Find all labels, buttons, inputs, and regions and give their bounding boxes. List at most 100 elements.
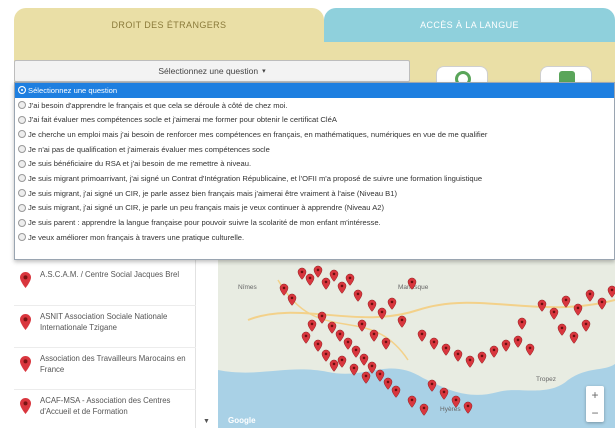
map-pin-icon[interactable] xyxy=(343,337,353,350)
map-pin-icon[interactable] xyxy=(297,267,307,280)
question-option[interactable]: Je suis bénéficiaire du RSA et j'ai beso… xyxy=(15,156,614,171)
map-pin-icon[interactable] xyxy=(345,273,355,286)
map-pin-icon[interactable] xyxy=(317,311,327,324)
question-option-label: Sélectionnez une question xyxy=(28,85,118,95)
map-pin-icon[interactable] xyxy=(463,401,473,414)
map-pin-icon[interactable] xyxy=(427,379,437,392)
organization-name: Association des Travailleurs Marocains e… xyxy=(40,354,186,374)
map-pin-icon[interactable] xyxy=(357,319,367,332)
map-pin-icon[interactable] xyxy=(569,331,579,344)
zoom-out-button[interactable]: − xyxy=(591,406,599,420)
map-pin-icon[interactable] xyxy=(397,315,407,328)
radio-icon xyxy=(18,189,26,198)
map-markers xyxy=(279,265,615,416)
map-pin-icon[interactable] xyxy=(359,353,369,366)
question-option[interactable]: Je n'ai pas de qualification et j'aimera… xyxy=(15,142,614,157)
map-pin-icon[interactable] xyxy=(381,337,391,350)
map-pin-icon[interactable] xyxy=(351,345,361,358)
map-pin-icon xyxy=(20,398,31,414)
map-pin-icon[interactable] xyxy=(517,317,527,330)
radio-icon xyxy=(18,130,26,139)
map-pin-icon[interactable] xyxy=(321,349,331,362)
map-pin-icon[interactable] xyxy=(307,319,317,332)
map-pin-icon[interactable] xyxy=(391,385,401,398)
question-option[interactable]: Je veux améliorer mon français à travers… xyxy=(15,230,614,245)
organization-name: A.S.C.A.M. / Centre Social Jacques Brel xyxy=(40,270,180,279)
map-pin-icon[interactable] xyxy=(585,289,595,302)
question-option[interactable]: Je suis migrant, j'ai signé un CIR, je p… xyxy=(15,201,614,216)
map-pin-icon[interactable] xyxy=(335,329,345,342)
map-pin-icon[interactable] xyxy=(367,299,377,312)
question-option[interactable]: Je suis migrant primoarrivant, j'ai sign… xyxy=(15,171,614,186)
map-view[interactable]: Nîmes Manosque Hyères Tropez xyxy=(218,260,615,428)
map-pin-icon[interactable] xyxy=(557,323,567,336)
map-pin-icon[interactable] xyxy=(361,371,371,384)
map-pin-icon[interactable] xyxy=(313,339,323,352)
map-pin-icon[interactable] xyxy=(313,265,323,278)
question-option-label: Je suis bénéficiaire du RSA et j'ai beso… xyxy=(28,159,252,169)
map-pin-icon[interactable] xyxy=(501,339,511,352)
map-pin-icon[interactable] xyxy=(537,299,547,312)
map-pin-icon[interactable] xyxy=(465,355,475,368)
question-option[interactable]: Sélectionnez une question xyxy=(15,83,614,98)
map-pin-icon[interactable] xyxy=(337,355,347,368)
map-pin-icon[interactable] xyxy=(375,369,385,382)
map-pin-icon[interactable] xyxy=(417,329,427,342)
map-pin-icon[interactable] xyxy=(337,281,347,294)
map-pin-icon[interactable] xyxy=(407,277,417,290)
question-option[interactable]: Je suis parent : apprendre la langue fra… xyxy=(15,215,614,230)
question-option[interactable]: J'ai fait évaluer mes compétences socle … xyxy=(15,112,614,127)
map-label-nimes: Nîmes xyxy=(238,284,257,291)
map-pin-icon[interactable] xyxy=(525,343,535,356)
list-item[interactable]: ACAF-MSA - Association des Centres d'Acc… xyxy=(14,388,196,428)
map-pin-icon[interactable] xyxy=(287,293,297,306)
map-pin-icon[interactable] xyxy=(367,361,377,374)
map-pin-icon[interactable] xyxy=(429,337,439,350)
map-pin-icon[interactable] xyxy=(581,319,591,332)
map-pin-icon[interactable] xyxy=(383,377,393,390)
map-pin-icon[interactable] xyxy=(453,349,463,362)
map-pin-icon[interactable] xyxy=(321,277,331,290)
map-pin-icon[interactable] xyxy=(387,297,397,310)
map-pin-icon[interactable] xyxy=(513,335,523,348)
map-pin-icon[interactable] xyxy=(451,395,461,408)
radio-icon xyxy=(18,203,26,212)
question-select[interactable]: Sélectionnez une question ▾ xyxy=(14,60,410,82)
scroll-down-icon[interactable]: ▼ xyxy=(203,418,210,425)
map-pin-icon[interactable] xyxy=(439,387,449,400)
map-pin-icon[interactable] xyxy=(327,321,337,334)
map-pin-icon[interactable] xyxy=(369,329,379,342)
map-pin-icon[interactable] xyxy=(329,269,339,282)
map-pin-icon[interactable] xyxy=(573,303,583,316)
map-zoom-control: + − xyxy=(586,386,604,422)
map-pin-icon[interactable] xyxy=(377,307,387,320)
map-pin-icon[interactable] xyxy=(597,297,607,310)
map-pin-icon[interactable] xyxy=(329,359,339,372)
map-pin-icon[interactable] xyxy=(301,331,311,344)
map-pin-icon[interactable] xyxy=(353,289,363,302)
map-pin-icon[interactable] xyxy=(477,351,487,364)
map-pin-icon[interactable] xyxy=(305,273,315,286)
question-option[interactable]: J'ai besoin d'apprendre le français et q… xyxy=(15,98,614,113)
map-pin-icon[interactable] xyxy=(349,363,359,376)
list-item[interactable]: Association des Travailleurs Marocains e… xyxy=(14,346,196,390)
map-pin-icon[interactable] xyxy=(549,307,559,320)
zoom-in-button[interactable]: + xyxy=(591,388,599,402)
map-pin-icon[interactable] xyxy=(489,345,499,358)
printer-icon xyxy=(559,71,575,83)
question-option[interactable]: Je cherche un emploi mais j'ai besoin de… xyxy=(15,127,614,142)
question-option[interactable]: Je suis migrant, j'ai signé un CIR, je p… xyxy=(15,186,614,201)
map-pin-icon[interactable] xyxy=(561,295,571,308)
map-pin-icon[interactable] xyxy=(607,285,615,298)
tab-acces-a-la-langue[interactable]: ACCÈS À LA LANGUE xyxy=(324,8,615,42)
tab-droit-des-etrangers[interactable]: DROIT DES ÉTRANGERS xyxy=(14,8,324,42)
map-pin-icon xyxy=(20,314,31,330)
question-option-label: Je suis migrant, j'ai signé un CIR, je p… xyxy=(28,188,398,198)
list-item[interactable]: ASNIT Association Sociale Nationale Inte… xyxy=(14,304,196,348)
list-item[interactable]: A.S.C.A.M. / Centre Social Jacques Brel xyxy=(14,262,196,306)
map-pin-icon[interactable] xyxy=(407,395,417,408)
map-pin-icon[interactable] xyxy=(279,283,289,296)
map-pin-icon[interactable] xyxy=(441,343,451,356)
map-pin-icon[interactable] xyxy=(419,403,429,416)
